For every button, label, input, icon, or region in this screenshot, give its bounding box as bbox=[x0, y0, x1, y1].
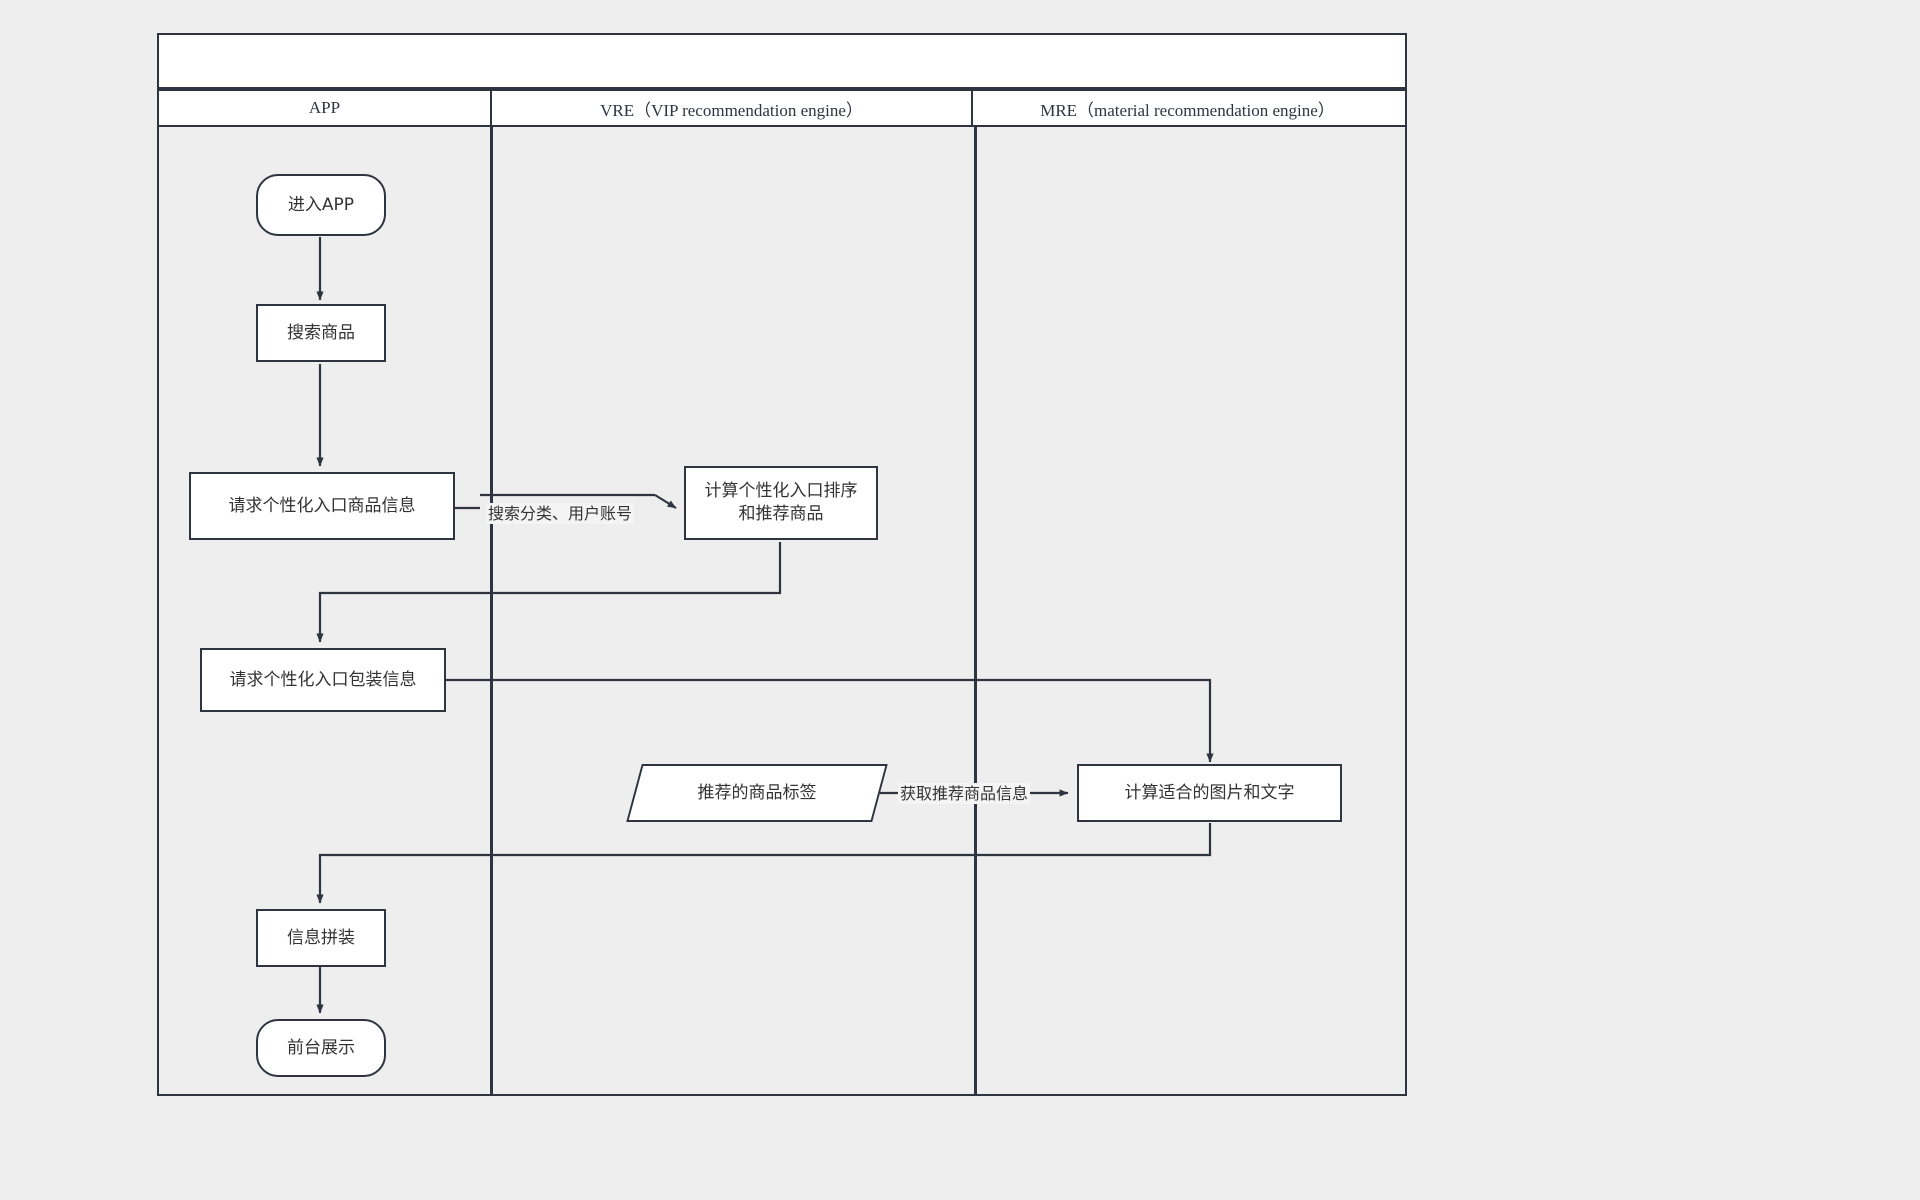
node-frontend-display[interactable]: 前台展示 bbox=[256, 1019, 386, 1077]
node-enter-app-label: 进入APP bbox=[287, 194, 355, 215]
node-request-personalized-package-label: 请求个性化入口包装信息 bbox=[229, 669, 417, 690]
node-frontend-display-label: 前台展示 bbox=[287, 1037, 355, 1058]
node-compute-ranking-recommend[interactable]: 计算个性化入口排序 和推荐商品 bbox=[684, 466, 878, 540]
diagram-title-row bbox=[157, 33, 1407, 89]
node-compute-image-and-text-label: 计算适合的图片和文字 bbox=[1124, 782, 1295, 803]
lane-header-mre: MRE（material recommendation engine） bbox=[973, 91, 1402, 125]
lane-header-mre-label: MRE（material recommendation engine） bbox=[1040, 100, 1335, 120]
node-recommended-goods-tag[interactable]: 推荐的商品标签 bbox=[626, 764, 888, 822]
lane-header-vre-label: VRE（VIP recommendation engine） bbox=[600, 100, 863, 120]
lane-divider-app-vre bbox=[490, 127, 493, 1096]
node-request-personalized-package[interactable]: 请求个性化入口包装信息 bbox=[200, 648, 446, 712]
node-enter-app[interactable]: 进入APP bbox=[256, 174, 386, 236]
edge-label-get-recommended-goods-info: 获取推荐商品信息 bbox=[898, 783, 1031, 805]
node-assemble-info-label: 信息拼装 bbox=[287, 927, 355, 948]
edge-label-search-category-account-text: 搜索分类、用户账号 bbox=[488, 504, 633, 523]
lane-header-vre: VRE（VIP recommendation engine） bbox=[492, 91, 973, 125]
node-search-goods-label: 搜索商品 bbox=[287, 322, 355, 343]
node-compute-ranking-recommend-label-line2: 和推荐商品 bbox=[738, 504, 824, 524]
node-request-personalized-goods-label: 请求个性化入口商品信息 bbox=[228, 495, 416, 516]
node-search-goods[interactable]: 搜索商品 bbox=[256, 304, 386, 362]
node-request-personalized-goods[interactable]: 请求个性化入口商品信息 bbox=[189, 472, 455, 540]
lane-divider-vre-mre bbox=[974, 127, 977, 1096]
node-recommended-goods-tag-label: 推荐的商品标签 bbox=[697, 782, 817, 803]
edge-label-search-category-account: 搜索分类、用户账号 bbox=[486, 503, 635, 525]
node-compute-ranking-recommend-label-line1: 计算个性化入口排序 bbox=[704, 481, 858, 502]
swimlane-header-row: APP VRE（VIP recommendation engine） MRE（m… bbox=[157, 89, 1407, 127]
lane-header-app: APP bbox=[159, 91, 492, 125]
node-assemble-info[interactable]: 信息拼装 bbox=[256, 909, 386, 967]
lane-header-app-label: APP bbox=[308, 98, 341, 117]
node-compute-image-and-text[interactable]: 计算适合的图片和文字 bbox=[1077, 764, 1342, 822]
edge-label-get-recommended-goods-info-text: 获取推荐商品信息 bbox=[900, 784, 1029, 803]
